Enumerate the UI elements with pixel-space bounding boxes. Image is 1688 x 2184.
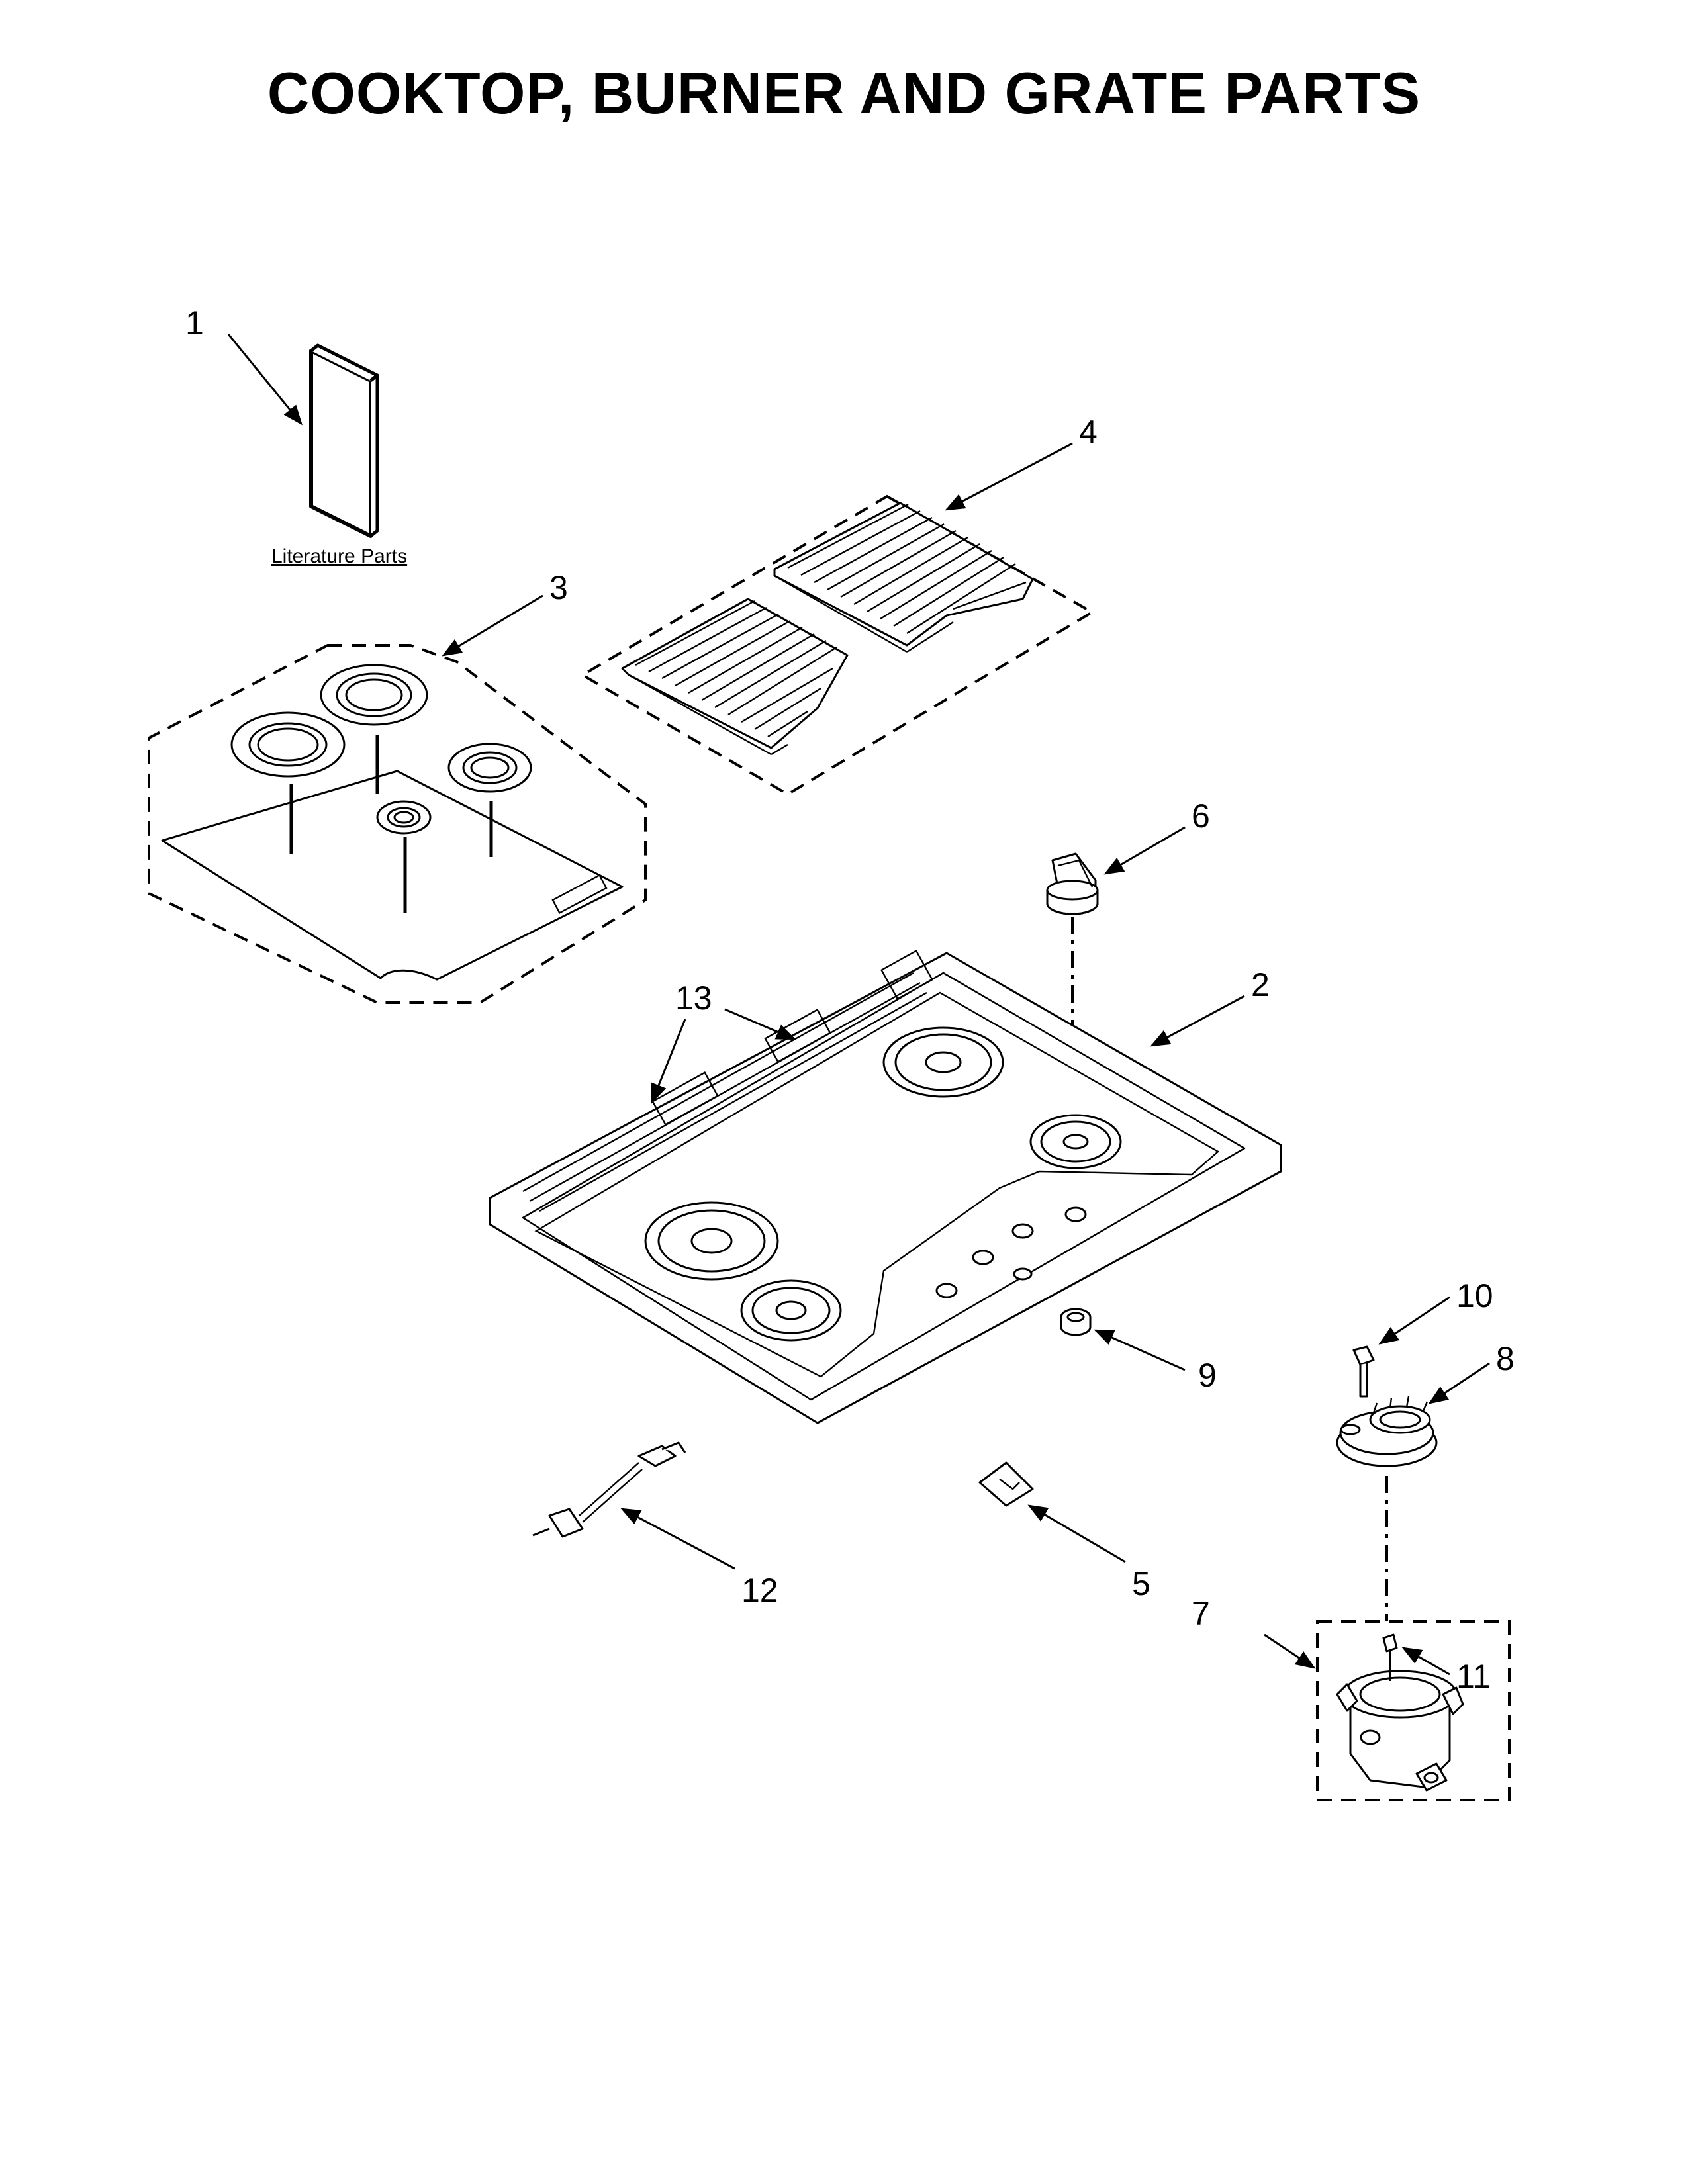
part-3-cooktop-surface-group[interactable] — [148, 644, 647, 1004]
callout-5[interactable]: 5 — [1132, 1565, 1150, 1602]
callout-9[interactable]: 9 — [1198, 1357, 1217, 1394]
callout-8[interactable]: 8 — [1496, 1340, 1515, 1377]
leader-6 — [1103, 826, 1186, 875]
leader-13a — [724, 1008, 796, 1040]
leader-10 — [1378, 1296, 1450, 1345]
part-12-igniter[interactable] — [532, 1441, 686, 1538]
callout-10[interactable]: 10 — [1456, 1277, 1493, 1314]
callout-2[interactable]: 2 — [1251, 966, 1270, 1003]
part-11-orifice[interactable] — [1382, 1633, 1398, 1681]
part-6-control-knob[interactable] — [1046, 852, 1099, 915]
part-9-grommet[interactable] — [1060, 1308, 1092, 1336]
page-title: COOKTOP, BURNER AND GRATE PARTS — [267, 60, 1421, 126]
part-2-cooktop-pan[interactable] — [489, 949, 1282, 1424]
leader-1 — [227, 334, 303, 426]
leader-13b — [651, 1019, 686, 1104]
leader-4 — [945, 442, 1073, 511]
callout-11[interactable]: 11 — [1456, 1658, 1491, 1695]
leader-3 — [442, 594, 543, 657]
burner-opening-right-front — [1029, 1114, 1122, 1169]
leader-12 — [620, 1508, 735, 1570]
leader-5 — [1027, 1504, 1126, 1563]
literature-parts-label: Literature Parts — [271, 545, 407, 567]
leader-11 — [1401, 1647, 1450, 1676]
burner-opening-right-rear — [882, 1026, 1004, 1098]
leader-7 — [1264, 1633, 1316, 1669]
leader-9 — [1094, 1329, 1186, 1371]
callout-3[interactable]: 3 — [549, 569, 568, 606]
callout-13[interactable]: 13 — [675, 979, 712, 1017]
callout-6[interactable]: 6 — [1192, 797, 1210, 835]
part-8-burner-base[interactable] — [1336, 1396, 1438, 1467]
callout-12[interactable]: 12 — [741, 1572, 778, 1609]
part-5-clip[interactable] — [978, 1461, 1034, 1507]
part-7-burner-housing-group[interactable] — [1316, 1620, 1511, 1801]
leader-2 — [1150, 995, 1245, 1047]
burner-opening-left-front — [740, 1279, 842, 1342]
leader-8 — [1428, 1362, 1490, 1404]
callout-7[interactable]: 7 — [1192, 1595, 1210, 1632]
callout-1[interactable]: 1 — [185, 304, 204, 341]
part-1-literature[interactable] — [309, 343, 379, 538]
callout-4[interactable]: 4 — [1079, 414, 1098, 451]
part-10-screw[interactable] — [1352, 1345, 1375, 1398]
burner-opening-left-rear — [644, 1201, 779, 1281]
part-4-grates-group[interactable] — [580, 494, 1095, 796]
